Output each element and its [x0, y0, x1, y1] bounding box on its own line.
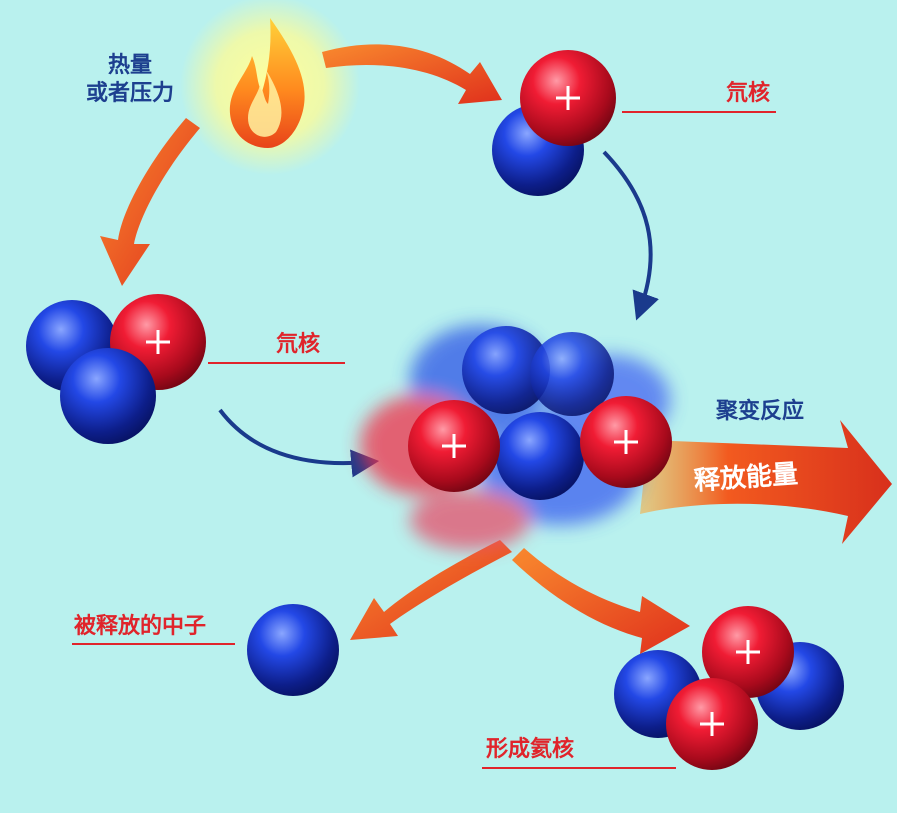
heat-label-line1: 热量	[108, 53, 153, 78]
energy-release-arrow	[640, 420, 892, 544]
helium-formed-label: 形成氦核	[486, 737, 575, 762]
arrow-heat-to-left-deuterium	[100, 118, 200, 286]
heat-label-line2: 或者压力	[86, 80, 175, 106]
neutron-ball	[496, 412, 584, 500]
released-neutron-label: 被释放的中子	[74, 614, 207, 639]
deuterium-left-nucleus	[26, 294, 206, 444]
plus-icon	[736, 640, 760, 664]
plus-icon	[556, 86, 580, 110]
blue-arrow-top-to-reaction	[602, 150, 659, 321]
blue-arrow-left-to-reaction	[218, 408, 380, 478]
fusion-reaction-label: 聚变反应	[716, 399, 805, 424]
plus-icon	[146, 330, 170, 354]
heat-pressure-label: 热量 或者压力	[86, 52, 174, 107]
released-neutron	[247, 604, 339, 696]
plus-icon	[442, 434, 466, 458]
neutron-ball	[462, 326, 550, 414]
helium-nucleus	[614, 606, 844, 770]
deuterium-left-label: 氘核	[276, 332, 321, 357]
fusion-reaction-cluster	[360, 325, 672, 550]
flame-inner-icon	[248, 70, 282, 137]
neutron-ball	[247, 604, 339, 696]
deuterium-top-label: 氘核	[726, 81, 771, 106]
deuterium-top-nucleus	[492, 50, 616, 196]
arrow-to-neutron	[350, 540, 512, 640]
plus-icon	[700, 712, 724, 736]
arrow-heat-to-top-deuterium	[322, 44, 502, 104]
plus-icon	[614, 430, 638, 454]
neutron-ball	[60, 348, 156, 444]
arrow-to-helium	[512, 548, 690, 654]
neutron-ball	[530, 332, 614, 416]
